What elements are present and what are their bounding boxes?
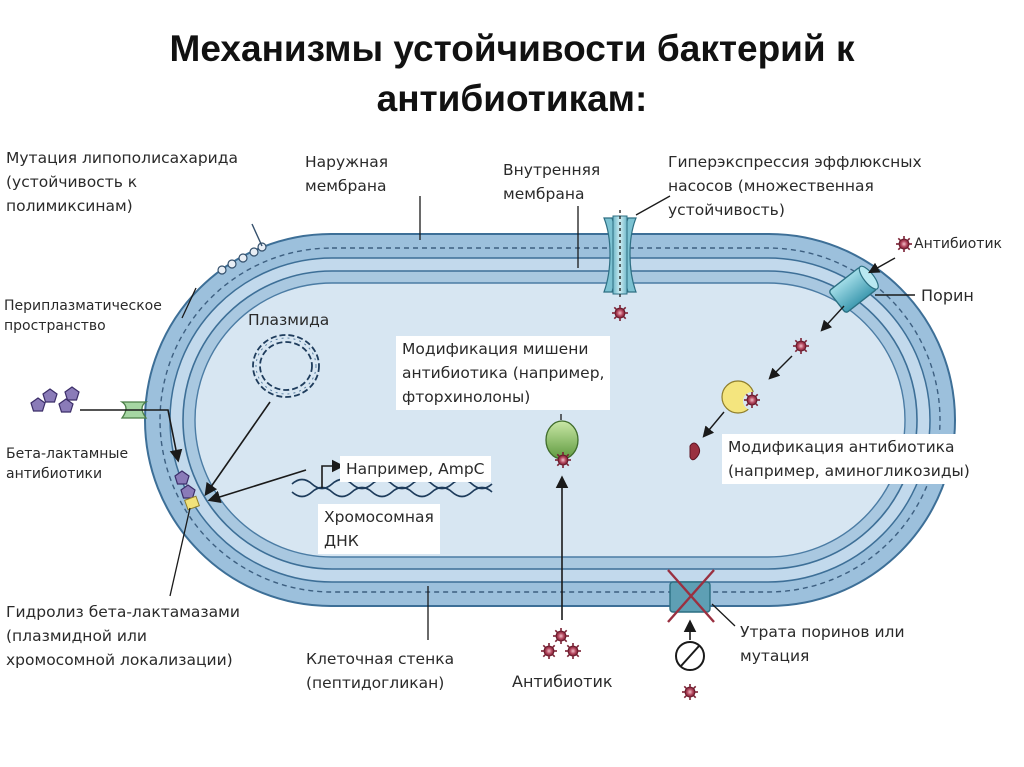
plasmid-arrow <box>204 401 271 497</box>
hydrolysis-line-1: Гидролиз бета-лактамазами <box>6 603 240 621</box>
blocked-antibiotic-icon <box>681 683 699 701</box>
chromosomal-dna-label: Хромосомная ДНК <box>318 504 440 554</box>
inactivated-antibiotic-icon <box>689 442 701 461</box>
lps-mutation-label: Мутация липополисахарида (устойчивость к… <box>6 146 238 218</box>
lps-line-1: Мутация липополисахарида <box>6 149 238 167</box>
antibiotic-top-label: Антибиотик <box>914 236 1002 252</box>
modified-antibiotic-target-icon <box>743 391 761 409</box>
plasmid-ring <box>252 334 320 398</box>
periplasm-pointer-line <box>181 287 197 319</box>
periplasm-label: Периплазматическое пространство <box>4 296 162 336</box>
cell-wall-line-1: Клеточная стенка <box>306 650 455 668</box>
outer-membrane-line-2: мембрана <box>305 177 387 195</box>
porin-loss-pointer-line <box>711 603 736 627</box>
plasmid-label: Плазмида <box>248 311 330 329</box>
dna-to-enzyme-arrow <box>207 469 307 504</box>
antibiotic-top-icon <box>895 235 913 253</box>
target-mod-line-1: Модификация мишени <box>402 340 589 358</box>
outer-membrane-label: Наружная мембрана <box>305 150 388 198</box>
beta-lactam-line-2: антибиотики <box>6 466 103 482</box>
drug-target <box>545 420 579 460</box>
porin-label: Порин <box>921 286 974 305</box>
efflux-label: Гиперэкспрессия эффлюксных насосов (множ… <box>668 150 922 222</box>
porin-loss-line-1: Утрата поринов или <box>740 623 905 641</box>
periplasm-line-2: пространство <box>4 318 106 334</box>
modification-out-arrow <box>702 411 725 438</box>
cell-wall-layer <box>159 247 941 593</box>
efflux-pump <box>603 210 637 300</box>
bottom-antibiotic-icon-1 <box>552 627 570 645</box>
porin-entry-arrow <box>868 257 896 274</box>
beta-lactam-icon-3 <box>58 398 74 413</box>
lps-mutation-marks <box>217 242 267 275</box>
porin-loss-label: Утрата поринов или мутация <box>740 620 905 668</box>
efflux-pointer-line <box>635 195 671 216</box>
lps-line-3: полимиксинам) <box>6 197 133 215</box>
title-line-1: Механизмы устойчивости бактерий к <box>169 28 855 69</box>
bottom-antibiotic-icon-3 <box>564 642 582 660</box>
beta-lactamase-enzyme <box>184 495 200 511</box>
efflux-antibiotic-icon <box>611 304 629 322</box>
inner-membrane-line-2: мембрана <box>503 185 585 203</box>
beta-lactam-icon-4 <box>64 386 80 401</box>
beta-lactam-icon-1 <box>30 397 46 412</box>
cytoplasm <box>194 282 906 558</box>
porin-to-enzyme-arrow <box>768 355 793 380</box>
efflux-line-3: устойчивость) <box>668 201 785 219</box>
beta-lactam-icon-2 <box>42 388 58 403</box>
hydrolysis-line-3: хромосомной локализации) <box>6 651 233 669</box>
beta-lactam-path-arrow <box>80 409 183 463</box>
chromosomal-dna-line-2: ДНК <box>324 532 359 550</box>
prohibited-icon <box>675 641 705 671</box>
antibiotic-modification-label: Модификация антибиотика (например, амино… <box>722 434 976 484</box>
hydrolysis-line-2: (плазмидной или <box>6 627 147 645</box>
lps-pointer-line <box>251 223 263 247</box>
outer-membrane-line-1: Наружная <box>305 153 389 171</box>
porin-antibiotic-icon <box>792 337 810 355</box>
lps-line-2: (устойчивость к <box>6 173 138 191</box>
hydrolysis-label: Гидролиз бета-лактамазами (плазмидной ил… <box>6 600 240 672</box>
porin-channel <box>829 265 879 313</box>
periplasm-line-1: Периплазматическое <box>4 298 162 314</box>
efflux-line-1: Гиперэкспрессия эффлюксных <box>668 153 922 171</box>
hydrolysis-pointer-line <box>169 507 191 597</box>
efflux-line-2: насосов (множественная <box>668 177 874 195</box>
lost-porin <box>667 569 715 623</box>
antibiotic-bottom-label: Антибиотик <box>512 672 613 691</box>
page-title: Механизмы устойчивости бактерий к антиби… <box>0 24 1024 124</box>
beta-lactam-label: Бета-лактамные антибиотики <box>6 444 128 484</box>
bottom-antibiotic-icon-2 <box>540 642 558 660</box>
ampc-label: Например, AmpC <box>340 456 491 482</box>
antibiotic-mod-line-1: Модификация антибиотика <box>728 438 955 456</box>
inner-membrane-line-1: Внутренняя <box>503 161 601 179</box>
inner-membrane-label: Внутренняя мембрана <box>503 158 600 206</box>
ampc-bracket-arrow <box>321 459 345 488</box>
porin-loss-line-2: мутация <box>740 647 810 665</box>
target-antibiotic-icon <box>554 451 572 469</box>
cell-wall-line-2: (пептидогликан) <box>306 674 445 692</box>
target-modification-label: Модификация мишени антибиотика (например… <box>396 336 611 410</box>
cell-wall-label: Клеточная стенка (пептидогликан) <box>306 647 454 695</box>
porin-in-arrow <box>820 305 845 332</box>
chromosomal-dna-line-1: Хромосомная <box>324 508 434 526</box>
beta-lactam-line-1: Бета-лактамные <box>6 446 129 462</box>
target-mod-line-3: фторхинолоны) <box>402 388 531 406</box>
title-line-2: антибиотикам: <box>376 78 648 119</box>
antibiotic-mod-line-2: (например, аминогликозиды) <box>728 462 970 480</box>
target-mod-line-2: антибиотика (например, <box>402 364 605 382</box>
